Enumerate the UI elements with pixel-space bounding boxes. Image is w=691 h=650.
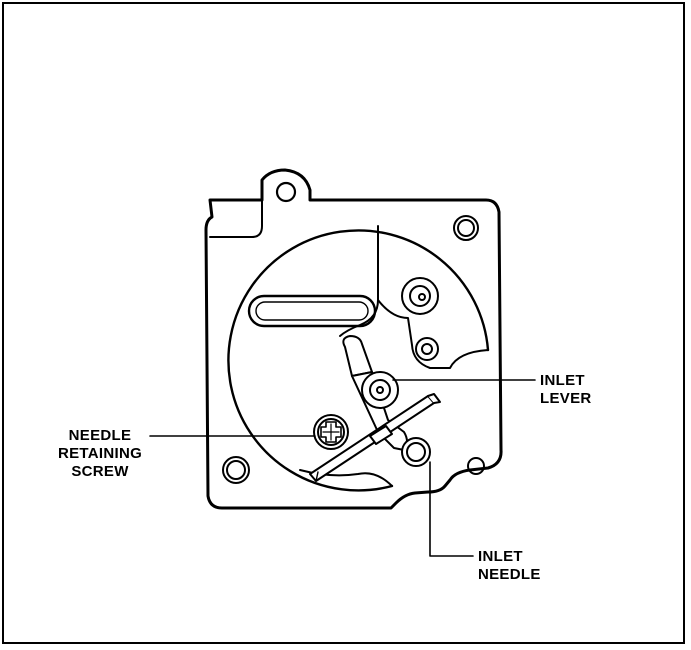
mounting-hole-top-right bbox=[453, 215, 479, 241]
label-needle-retaining-screw: NEEDLE RETAINING SCREW bbox=[50, 427, 150, 481]
diaphragm-chamber bbox=[227, 229, 490, 492]
chamber-slot-inner bbox=[255, 301, 369, 321]
leader-inlet-needle bbox=[429, 461, 474, 557]
chamber-partition-right bbox=[377, 299, 489, 369]
leader-lines bbox=[149, 379, 536, 557]
mounting-hole-bottom-right bbox=[467, 457, 485, 475]
label-line: INLET bbox=[540, 372, 585, 389]
figure-frame bbox=[2, 2, 685, 644]
needle-retaining-screw bbox=[313, 414, 349, 450]
ear-hole bbox=[275, 181, 297, 203]
mounting-hole-bottom-left bbox=[222, 456, 250, 484]
body-plate bbox=[204, 168, 503, 510]
plate-corner-step bbox=[209, 199, 263, 238]
label-inlet-lever: INLET LEVER bbox=[540, 372, 592, 408]
label-inlet-needle: INLET NEEDLE bbox=[478, 548, 541, 584]
label-line: LEVER bbox=[540, 390, 592, 407]
label-line: INLET bbox=[478, 548, 523, 565]
inlet-needle bbox=[401, 437, 431, 467]
lever-pin bbox=[309, 393, 441, 482]
label-line: NEEDLE bbox=[68, 427, 132, 444]
upper-boss bbox=[401, 277, 439, 315]
small-boss bbox=[415, 337, 439, 361]
label-line: RETAINING bbox=[57, 445, 143, 462]
chamber-slot bbox=[247, 294, 377, 328]
label-line: SCREW bbox=[71, 463, 129, 480]
label-line: NEEDLE bbox=[478, 566, 541, 583]
